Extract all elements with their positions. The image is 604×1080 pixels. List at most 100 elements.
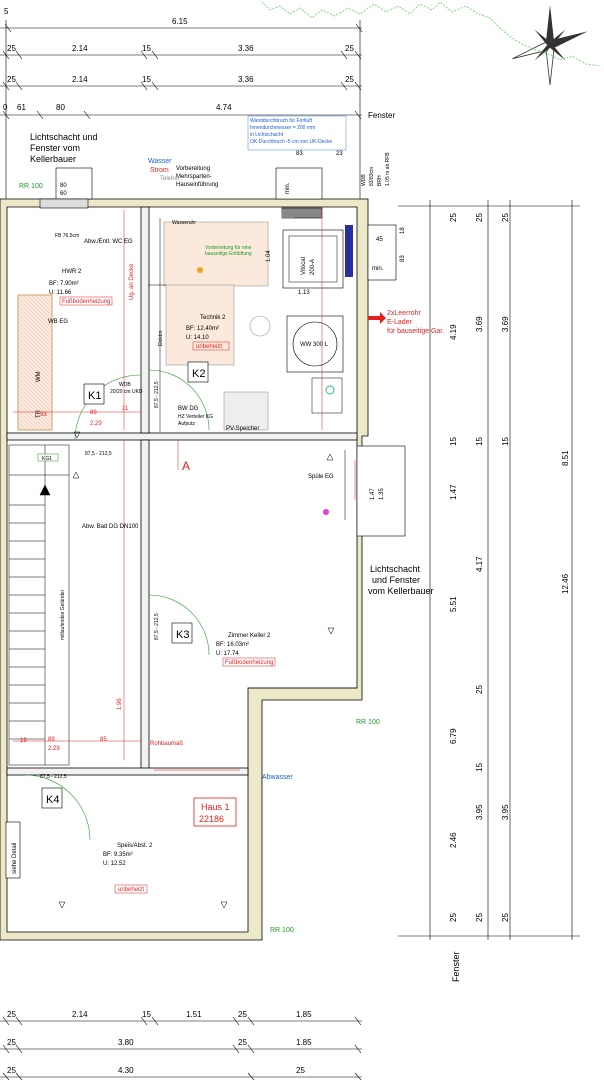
room-hwr-name: HWR 2 <box>62 269 82 275</box>
dim-196: 1.96 <box>117 698 123 710</box>
lichtschacht-top-3: Kellerbauer <box>30 154 76 164</box>
vorbereitung-2: Mehrsparten- <box>176 174 212 180</box>
electrical-zone <box>165 284 235 366</box>
min-label-top: min. <box>285 182 291 194</box>
dim-top-row3-d: 3.36 <box>238 75 254 84</box>
vent-marker-icon <box>197 267 203 273</box>
misc-labels: RR 100 RR 100 RR 100 Abwasser Abw./Entl.… <box>19 183 380 934</box>
vitocal-model-label: 200-A <box>310 259 316 275</box>
wb-eg-label: WB EG <box>48 319 68 325</box>
abw-bad-label: Abw. Bad DG DN100 <box>82 524 139 530</box>
dim-top-overall: 6.15 <box>172 17 188 26</box>
bottom-dimensions <box>0 1016 362 1080</box>
room-hwr: HWR 2 BF: 7.90m² U: 11.66 Fußbodenheizun… <box>49 269 113 306</box>
dim-135: 1.35 <box>379 488 385 500</box>
dim-right-c3-1b: 15 <box>501 437 510 446</box>
wdb-label: WDB <box>119 382 131 388</box>
washer-dryer-area <box>17 294 53 431</box>
vorbereitung-1: Vorbereitung <box>176 166 210 172</box>
dim-right-c2-5: 25 <box>475 685 484 694</box>
dim-right-c1-2: 4.19 <box>449 324 458 340</box>
dim-top-row3-b: 2.14 <box>72 75 88 84</box>
vitocal-label: Vitocal <box>301 257 307 275</box>
dim-104: 1.04 <box>266 250 272 262</box>
rr-top-label: RR 100 <box>19 183 43 190</box>
door-3-size: 87,5 - 212,5 <box>154 613 160 640</box>
dim-right-c2-2: 3.69 <box>475 316 484 332</box>
property-boundary-line <box>261 1 601 67</box>
room-technik-bf: BF: 12.40m² <box>186 326 219 332</box>
room-zimmer-heating: Fußbodenheizung <box>225 660 273 666</box>
dim-top-row4-c: 80 <box>56 103 65 112</box>
drain-icon <box>323 509 329 515</box>
wanddurchbruch-1: Wanddurchbruch für Fortluft <box>250 118 313 124</box>
dim-right-c2-4: 4.17 <box>475 556 484 572</box>
dim-right-c1-3: 15 <box>449 437 458 446</box>
room-speis-heating: unbeheizt <box>118 887 144 893</box>
lichtschacht-right-1: Lichtschacht <box>370 564 421 574</box>
top-dimensions <box>0 20 363 200</box>
wdb-top-3: BRH <box>377 175 383 186</box>
dim-right-c1-5: 5.51 <box>449 596 458 612</box>
dim-bot-r1-d: 1.51 <box>186 1010 202 1019</box>
room-technik-name: Technik 2 <box>200 315 226 321</box>
room-zimmer-u: U: 17.74 <box>216 651 239 657</box>
dim-top-row2-b: 2.14 <box>72 44 88 53</box>
dim-11: 11 <box>122 406 129 412</box>
ventilation-zone <box>163 221 269 287</box>
wanddurchbruch-2: Innendurchmesser = 200 mm <box>250 125 315 131</box>
pv-storage-label: PV-Speicher <box>226 426 259 432</box>
wanddurchbruch-4: OK-Durchbruch -5 cm von UK-Decke <box>250 139 332 145</box>
dim-147: 1.47 <box>370 488 376 500</box>
dim-right-c3-4: 3.95 <box>501 804 510 820</box>
house-number-box <box>193 797 237 827</box>
window-wells <box>39 167 406 537</box>
washing-machine-label: WM <box>36 371 42 382</box>
rr-mid-label: RR 100 <box>356 719 380 726</box>
internal-lines <box>148 218 357 689</box>
dim-right-c2-8: 25 <box>475 913 484 922</box>
dim-right-c1-7: 2.46 <box>449 832 458 848</box>
dim-right-c3-0: 25 <box>501 213 510 222</box>
fb-label: FB 76.5cm <box>55 233 79 239</box>
dim-229-upper: 2.29 <box>90 421 102 427</box>
lichtschacht-right-2: und Fenster <box>372 575 420 585</box>
detail-label: siehe Detail <box>12 843 18 874</box>
door-4-size: 87,5 - 212,5 <box>40 774 67 780</box>
room-zimmer-name: Zimmer Keller 2 <box>228 633 271 639</box>
dim-right-c1-4: 1.47 <box>449 484 458 500</box>
dim-right-c4-2: 12.46 <box>561 573 570 594</box>
house-label: Haus 1 <box>201 802 230 812</box>
dim-bot-r1-c: 15 <box>142 1010 151 1019</box>
room-speis-bf: BF: 9.35m² <box>103 852 133 858</box>
room-speis: Speis/Abst. 2 BF: 9.35m² U: 12.52 unbehe… <box>103 843 153 894</box>
dim-top-row2-c: 15 <box>142 44 151 53</box>
hz-unit <box>311 377 343 414</box>
dim-right-c3-5: 25 <box>501 913 510 922</box>
dim-bot-r1-a: 25 <box>7 1010 16 1019</box>
dim-right-c4-1: 8.51 <box>561 450 570 466</box>
dim-right-c1-8: 25 <box>449 913 458 922</box>
dim-right-c2-3: 15 <box>475 437 484 446</box>
room-technik-u: U: 14.10 <box>186 335 209 341</box>
door-code-k4: K4 <box>46 794 59 806</box>
right-dimension-text: 25 4.19 15 1.47 5.51 6.79 2.46 25 25 3.6… <box>449 213 570 982</box>
dim-top-row3-c: 15 <box>142 75 151 84</box>
stair-railing-label: mitlaufendes Geländer <box>60 589 66 640</box>
heatpump-unit <box>282 229 344 289</box>
door-swings <box>24 369 210 841</box>
dim-top-left-5: 5 <box>4 7 9 16</box>
room-speis-name: Speis/Abst. 2 <box>117 843 153 849</box>
door-2-size: 87,5 - 212,5 <box>154 381 160 408</box>
dim-top-row2-d: 3.36 <box>238 44 254 53</box>
dim-83-top: 83 <box>296 151 303 157</box>
door-code-k2: K2 <box>192 368 205 380</box>
staircase <box>8 444 70 766</box>
strom-label: Strom <box>150 167 169 174</box>
dryer-label: TR <box>36 409 42 418</box>
door-code-k1: K1 <box>88 390 101 402</box>
room-hwr-u: U: 11.66 <box>49 290 72 296</box>
kg1-label: KG1 <box>42 456 52 462</box>
room-hwr-heating: Fußbodenheizung <box>62 299 110 305</box>
